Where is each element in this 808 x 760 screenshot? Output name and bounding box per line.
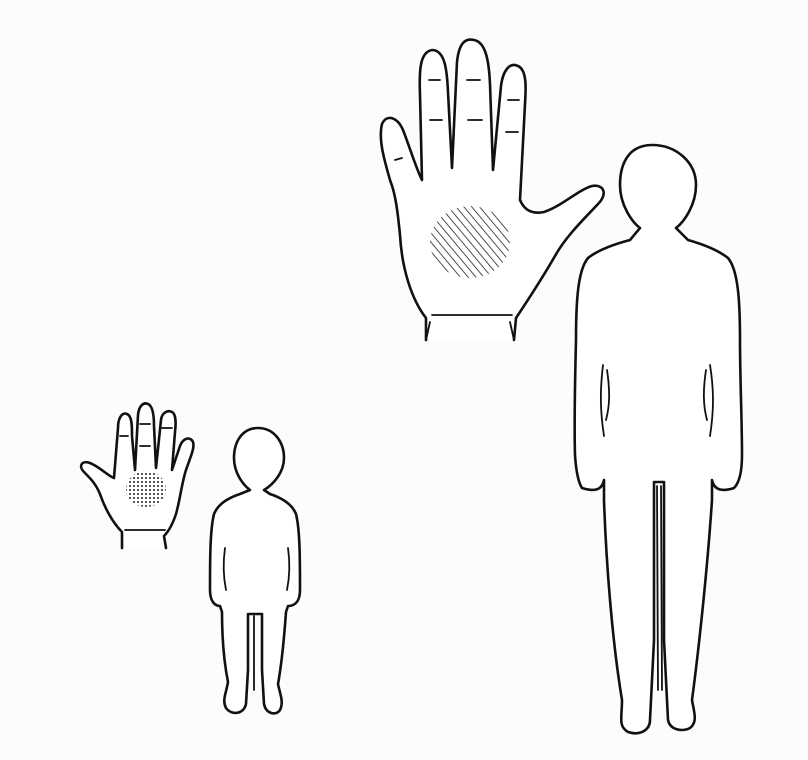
- child-figure: [210, 428, 300, 713]
- adult-leg-line: [657, 486, 658, 690]
- small-hand-figure: [81, 403, 193, 548]
- large-hand-palm-hatch: [430, 206, 510, 278]
- adult-leg-line: [661, 486, 662, 690]
- large-hand-outline: [381, 40, 604, 340]
- large-hand-figure: [381, 40, 604, 340]
- adult-figure: [575, 145, 742, 733]
- small-hand-palm-dots: [126, 471, 166, 507]
